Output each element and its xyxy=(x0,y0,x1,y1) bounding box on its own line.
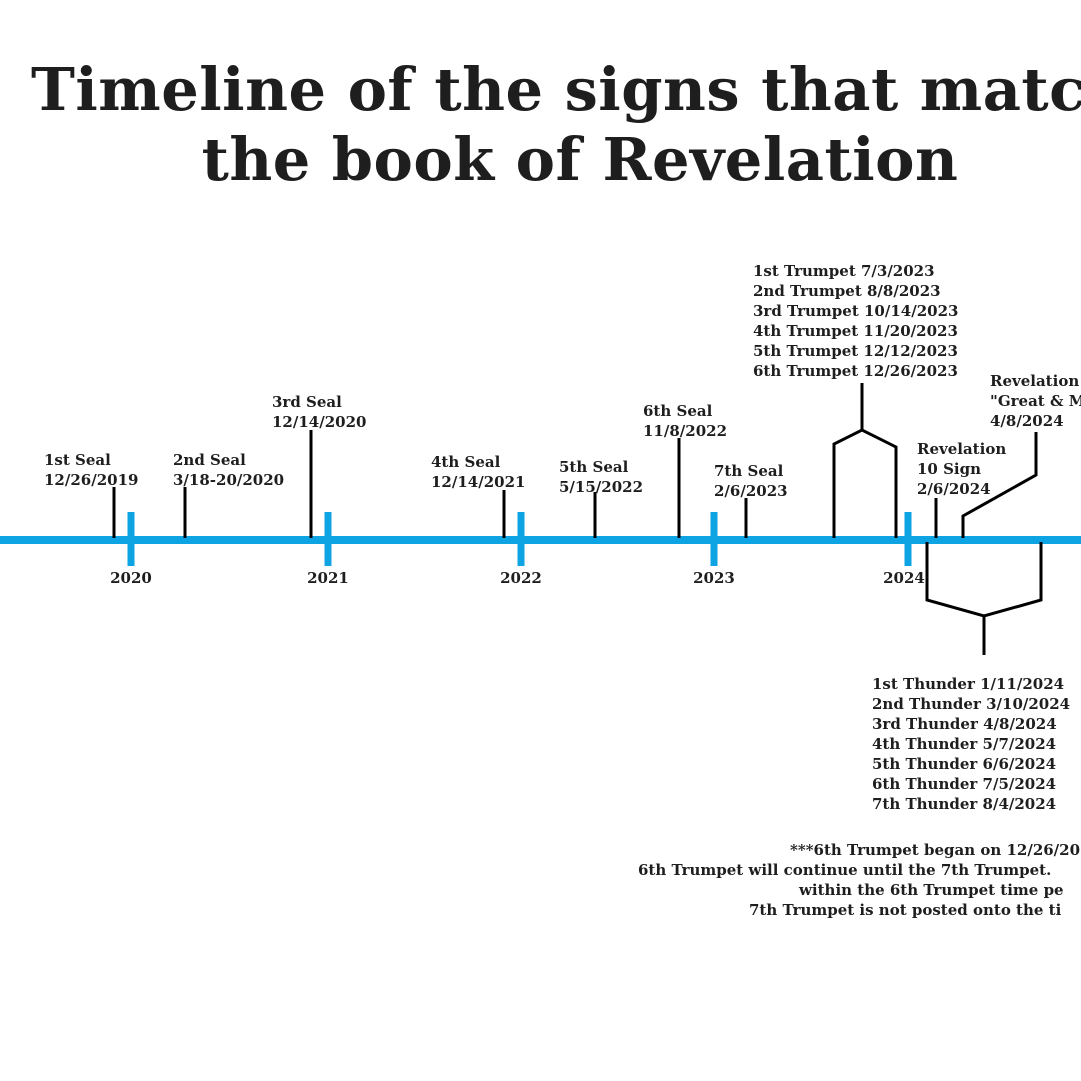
event-label-5th-seal: 5th Seal 5/15/2022 xyxy=(559,457,643,497)
event-label-7th-seal: 7th Seal 2/6/2023 xyxy=(714,461,788,501)
trumpet-bracket xyxy=(832,428,898,538)
event-date: 2/6/2023 xyxy=(714,482,788,500)
year-label-2020: 2020 xyxy=(110,569,152,587)
title-line-1: Timeline of the signs that match xyxy=(30,55,1081,124)
trumpet-list: 1st Trumpet 7/3/2023 2nd Trumpet 8/8/202… xyxy=(753,261,958,381)
footnote: ***6th Trumpet began on 12/26/20 6th Tru… xyxy=(600,840,1081,930)
event-date: 2/6/2024 xyxy=(917,480,991,498)
event-name: 1st Seal xyxy=(44,451,111,469)
event-name: 4th Seal xyxy=(431,453,501,471)
year-label-2024: 2024 xyxy=(883,569,925,587)
event-name: Revelation xyxy=(990,372,1080,390)
event-label-6th-seal: 6th Seal 11/8/2022 xyxy=(643,401,727,441)
year-label-2023: 2023 xyxy=(693,569,735,587)
event-date: 5/15/2022 xyxy=(559,478,644,496)
event-name: 2nd Seal xyxy=(173,451,246,469)
event-label-3rd-seal: 3rd Seal 12/14/2020 xyxy=(272,392,366,432)
footnote-line-4: 7th Trumpet is not posted onto the ti xyxy=(749,901,1062,919)
year-label-2022: 2022 xyxy=(500,569,542,587)
event-date: 11/8/2022 xyxy=(643,422,728,440)
event-label-1st-seal: 1st Seal 12/26/2019 xyxy=(44,450,138,490)
event-name-2: "Great & M xyxy=(990,392,1081,410)
thunder-list: 1st Thunder 1/11/2024 2nd Thunder 3/10/2… xyxy=(872,674,1070,814)
footnote-line-3: within the 6th Trumpet time pe xyxy=(799,881,1064,899)
event-label-revelation-gm: Revelation "Great & M 4/8/2024 xyxy=(990,371,1081,431)
event-label-revelation-10: Revelation 10 Sign 2/6/2024 xyxy=(917,439,1006,499)
trumpet-item: 3rd Trumpet 10/14/2023 xyxy=(753,302,959,320)
event-date: 3/18-20/2020 xyxy=(173,471,285,489)
thunder-item: 5th Thunder 6/6/2024 xyxy=(872,755,1057,773)
event-date: 12/14/2020 xyxy=(272,413,367,431)
year-label-2021: 2021 xyxy=(307,569,349,587)
footnote-line-2: 6th Trumpet will continue until the 7th … xyxy=(638,861,1052,879)
trumpet-item: 5th Trumpet 12/12/2023 xyxy=(753,342,958,360)
thunder-item: 6th Thunder 7/5/2024 xyxy=(872,775,1057,793)
event-name: 6th Seal xyxy=(643,402,713,420)
trumpet-item: 2nd Trumpet 8/8/2023 xyxy=(753,282,941,300)
thunder-bracket xyxy=(925,542,1043,618)
marker-revelation-gm xyxy=(961,432,1038,538)
thunder-item: 2nd Thunder 3/10/2024 xyxy=(872,695,1071,713)
event-name-2: 10 Sign xyxy=(917,460,982,478)
event-name: Revelation xyxy=(917,440,1007,458)
thunder-item: 1st Thunder 1/11/2024 xyxy=(872,675,1065,693)
footnote-line-1: ***6th Trumpet began on 12/26/20 xyxy=(790,841,1081,859)
thunder-item: 4th Thunder 5/7/2024 xyxy=(872,735,1057,753)
event-date: 4/8/2024 xyxy=(990,412,1064,430)
event-label-2nd-seal: 2nd Seal 3/18-20/2020 xyxy=(173,450,284,490)
event-date: 12/14/2021 xyxy=(431,473,526,491)
thunder-item: 3rd Thunder 4/8/2024 xyxy=(872,715,1057,733)
trumpet-item: 1st Trumpet 7/3/2023 xyxy=(753,262,935,280)
event-label-4th-seal: 4th Seal 12/14/2021 xyxy=(431,452,525,492)
trumpet-item: 4th Trumpet 11/20/2023 xyxy=(753,322,958,340)
event-name: 3rd Seal xyxy=(272,393,342,411)
event-name: 7th Seal xyxy=(714,462,784,480)
trumpet-item: 6th Trumpet 12/26/2023 xyxy=(753,362,958,380)
event-name: 5th Seal xyxy=(559,458,629,476)
thunder-item: 7th Thunder 8/4/2024 xyxy=(872,795,1057,813)
title-line-2: the book of Revelation xyxy=(201,125,959,194)
event-date: 12/26/2019 xyxy=(44,471,139,489)
